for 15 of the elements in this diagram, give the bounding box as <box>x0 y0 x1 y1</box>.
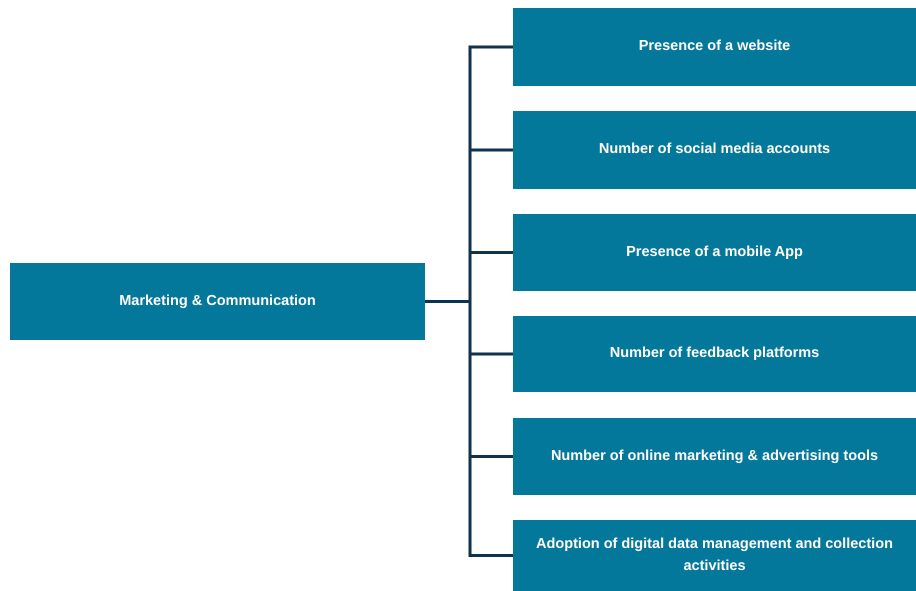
process-box <box>513 111 916 189</box>
box-label: Number of social media accounts <box>598 140 830 160</box>
box-label: Presence of a website <box>638 37 790 56</box>
process-box <box>513 214 916 291</box>
process-box <box>10 263 425 340</box>
box-label: Number of feedback platforms <box>610 344 820 364</box>
process-box <box>513 8 916 86</box>
process-box <box>513 418 916 495</box>
box-label: Number of online marketing & advertising tools <box>550 446 878 466</box>
box-label: Marketing & Communication <box>119 292 316 311</box>
connector-line <box>425 300 513 557</box>
box-label: Presence of a mobile App <box>626 242 803 262</box>
box-label: Adoption of digital data management and collection activities <box>535 534 894 576</box>
process-box <box>513 316 916 392</box>
process-box <box>513 520 916 591</box>
